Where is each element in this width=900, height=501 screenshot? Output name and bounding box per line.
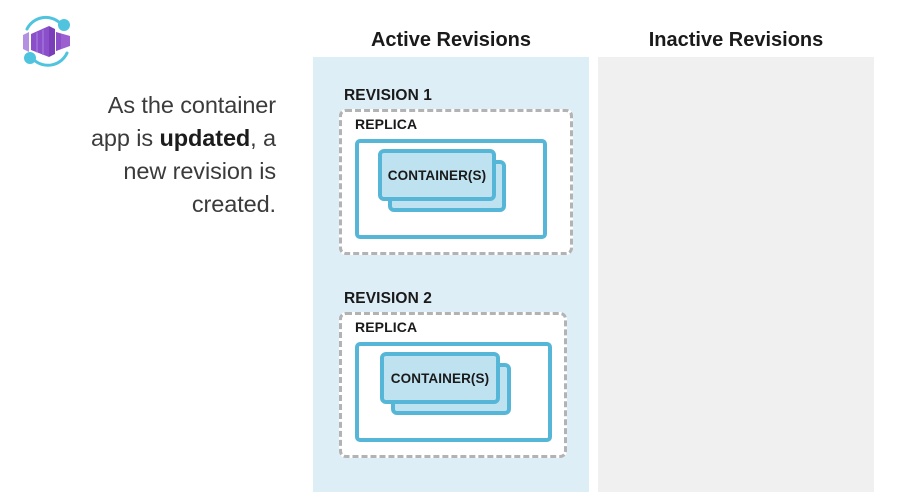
revision-2-container-front: CONTAINER(S) <box>380 352 500 404</box>
column-header-inactive-revisions: Inactive Revisions <box>648 29 824 51</box>
azure-container-apps-logo <box>14 12 80 72</box>
caption-line-2-prefix: app is <box>90 125 160 151</box>
revision-group-2: REVISION 2 REPLICA CONTAINER(S) <box>339 290 573 458</box>
caption-line-3: new revision is <box>123 158 276 184</box>
revision-1-container-front: CONTAINER(S) <box>378 149 496 201</box>
caption-emphasis-updated: updated <box>159 125 251 151</box>
revision-group-1: REVISION 1 REPLICA CONTAINER(S) <box>339 87 573 255</box>
active-revisions-panel: REVISION 1 REPLICA CONTAINER(S) REVISION… <box>313 57 589 492</box>
revision-2-container-label: CONTAINER(S) <box>390 370 490 386</box>
caption-text: As the container app is updated, a new r… <box>14 89 276 221</box>
caption-line-2-suffix: , a <box>250 125 276 151</box>
caption-line-1: As the container <box>107 92 276 118</box>
revision-1-replica-label: REPLICA <box>355 116 418 132</box>
revision-1-boundary: REPLICA CONTAINER(S) <box>339 109 573 255</box>
inactive-revisions-panel <box>598 57 874 492</box>
revision-1-label: REVISION 1 <box>344 87 432 104</box>
column-header-active-revisions: Active Revisions <box>370 29 532 51</box>
revision-2-replica-label: REPLICA <box>355 319 418 335</box>
caption-line-4: created. <box>191 191 276 217</box>
revision-1-container-label: CONTAINER(S) <box>387 167 487 183</box>
revision-2-label: REVISION 2 <box>344 290 432 307</box>
revision-2-boundary: REPLICA CONTAINER(S) <box>339 312 567 458</box>
